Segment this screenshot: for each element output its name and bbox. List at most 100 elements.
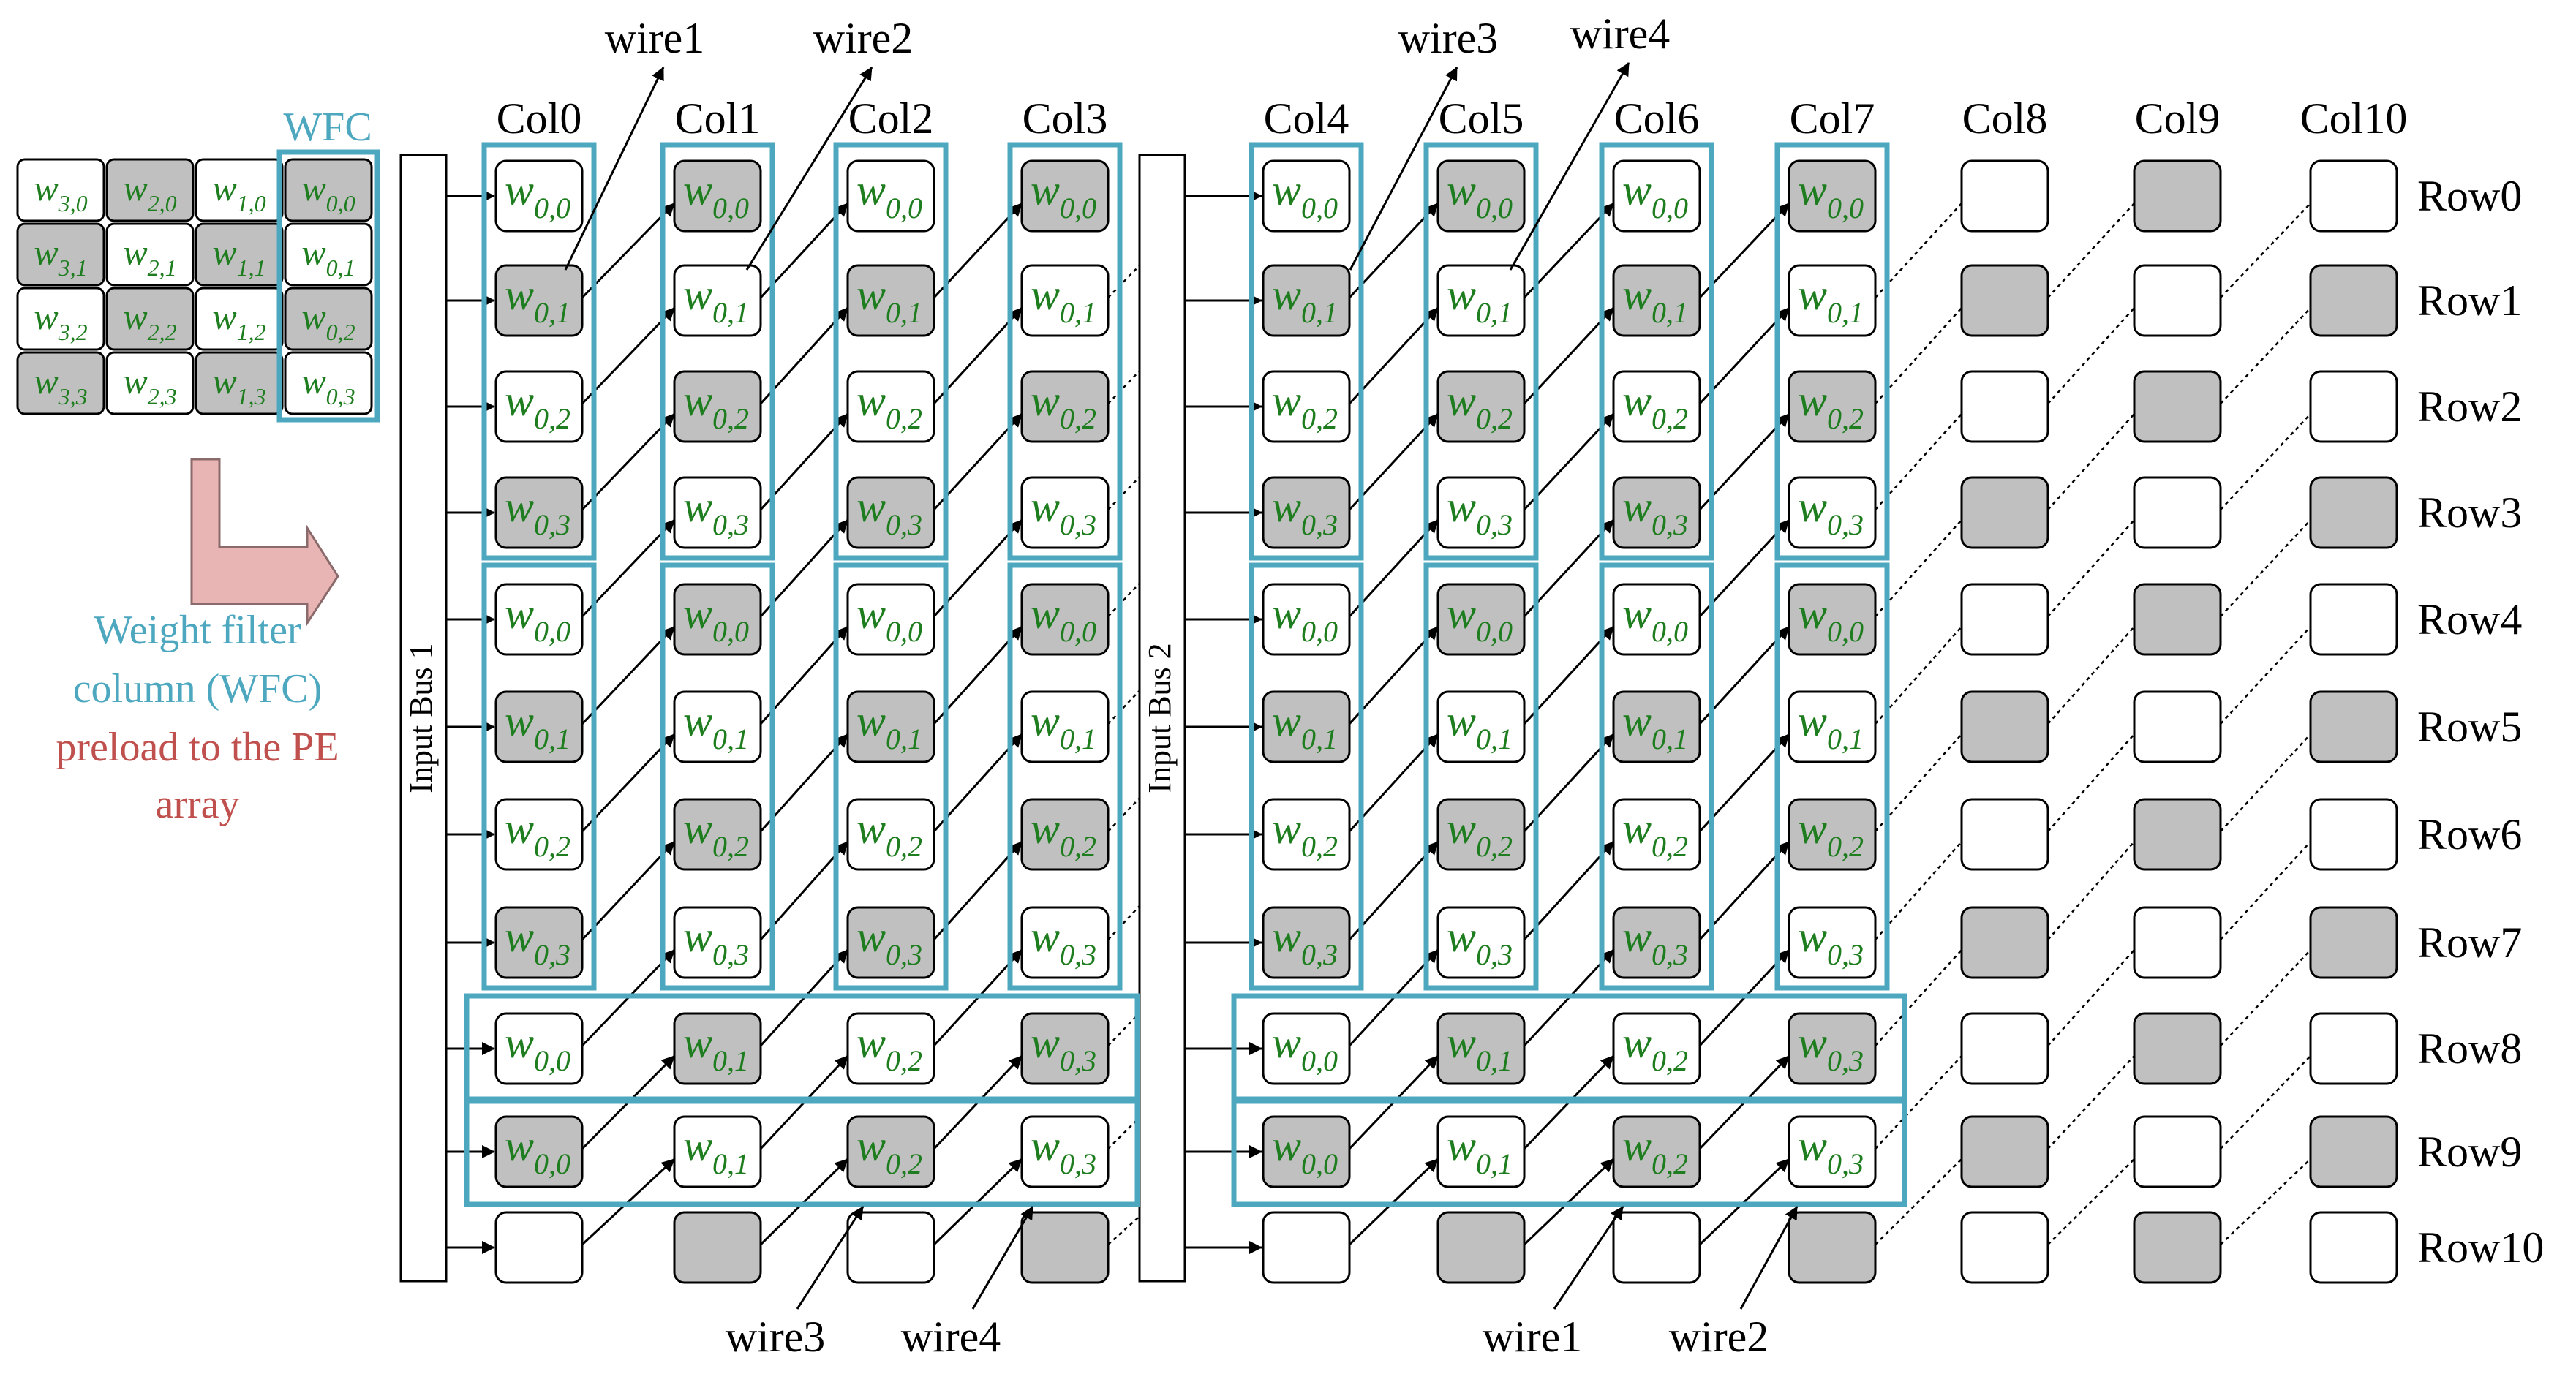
pe-weight-label: w0,0: [1798, 589, 1864, 648]
pe-cell: w0,0: [1788, 583, 1877, 656]
row-label: Row10: [2417, 1223, 2544, 1272]
pe-diagonal-link: [933, 202, 1023, 299]
pe-cell: w0,1: [846, 264, 935, 337]
pe-weight-label: w0,2: [1622, 1019, 1688, 1077]
pe-cell: [2309, 583, 2398, 656]
pe-diagonal-link: [2220, 733, 2311, 832]
pe-weight-label: w0,3: [1622, 913, 1688, 971]
pe-weight-label: w0,1: [1622, 271, 1688, 329]
wfc-matrix-cell: w3,3: [16, 351, 105, 415]
pe-cell: w0,1: [1436, 1115, 1526, 1188]
column-header: Col3: [1023, 94, 1108, 143]
wfc-weight-label: w2,2: [123, 296, 176, 345]
pe-cell: w0,2: [673, 798, 762, 871]
row-label: Row9: [2417, 1128, 2522, 1176]
pe-diagonal-link: [2047, 307, 2135, 404]
pe-weight-label: w0,0: [1272, 1122, 1338, 1180]
pe-diagonal-link: [1523, 202, 1615, 299]
row-label: Row8: [2417, 1024, 2522, 1073]
pe-cell: [2133, 264, 2222, 337]
pe-weight-label: w0,3: [1798, 913, 1864, 971]
pe-weight-label: w0,0: [1272, 589, 1338, 648]
column-header: Col1: [675, 94, 761, 143]
pe-diagonal-link: [1348, 518, 1439, 618]
pe-cell: [1960, 798, 2049, 871]
wfc-matrix-cell: w1,1: [195, 222, 284, 287]
pe-diagonal-link: [2047, 203, 2135, 298]
pe-cell: w0,2: [1788, 370, 1877, 443]
wfc-group-box: [1599, 142, 1714, 561]
pe-weight-label: w0,3: [683, 483, 749, 541]
pe-diagonal-link: [2047, 1055, 2135, 1150]
wire-label-bottom: wire2: [1669, 1206, 1799, 1361]
column-header: Col5: [1439, 94, 1524, 143]
pe-weight-label: w0,3: [1272, 483, 1338, 541]
pe-diagonal-link: [1348, 840, 1439, 941]
pe-cell: [2309, 476, 2398, 549]
preload-arrow-shape: [190, 458, 339, 627]
pe-cell: [1020, 1211, 1110, 1284]
pe-weight-label: w0,3: [1798, 1019, 1864, 1077]
pe-diagonal-link: [2220, 626, 2311, 725]
input-bus-2: Input Bus 2: [1138, 154, 1186, 1283]
pe-cell: [2309, 1211, 2398, 1284]
pe-diagonal-link: [2220, 1055, 2311, 1150]
pe-cell: w0,0: [494, 1115, 584, 1188]
pe-weight-label: w0,0: [1447, 166, 1513, 224]
wfc-group-box: [833, 142, 949, 561]
pe-weight-label: w0,0: [1031, 589, 1096, 648]
pe-weight-label: w0,2: [856, 1019, 922, 1077]
pe-cell: [2309, 159, 2398, 233]
pe-diagonal-link: [933, 840, 1023, 941]
svg-text:wire2: wire2: [1669, 1313, 1769, 1361]
pe-weight-label: w0,0: [856, 166, 922, 224]
pe-cell: w0,3: [1436, 906, 1526, 979]
pe-cell: w0,2: [846, 1115, 935, 1188]
column-header: Col4: [1264, 94, 1349, 143]
pe-cell: w0,3: [494, 476, 584, 549]
wfc-weight-label: w2,1: [123, 232, 176, 281]
pe-weight-label: w0,1: [1031, 271, 1096, 329]
pe-diagonal-link: [2220, 413, 2311, 510]
pe-cell: w0,3: [1262, 476, 1351, 549]
pe-weight-label: w0,1: [856, 271, 922, 329]
pe-cell: w0,0: [673, 159, 762, 233]
pe-weight-label: w0,3: [505, 483, 570, 541]
pe-cell: w0,2: [1020, 798, 1110, 871]
pe-cell: [2133, 476, 2222, 549]
pe-cell: w0,0: [1436, 159, 1526, 233]
pe-cell: w0,2: [1436, 798, 1526, 871]
row-label: Row3: [2417, 488, 2522, 537]
pe-diagonal-link: [2220, 203, 2311, 298]
wfc-group-box: [1774, 562, 1890, 991]
pe-cell: [2133, 690, 2222, 763]
pe-cell: [2309, 1012, 2398, 1085]
pe-cell: w0,1: [1612, 690, 1701, 763]
pe-cell: [2309, 798, 2398, 871]
wire-label-top: wire2: [745, 14, 913, 271]
pe-weight-label: w0,1: [683, 697, 749, 755]
pe-cell: [1436, 1211, 1526, 1284]
pe-weight-label: w0,2: [1622, 804, 1688, 863]
pe-diagonal-link: [1523, 412, 1615, 511]
pe-cell: [2133, 583, 2222, 656]
pe-weight-label: w0,2: [505, 804, 570, 863]
pe-weight-label: w0,3: [1031, 1019, 1096, 1077]
pe-cell: w0,3: [1436, 476, 1526, 549]
pe-cell: w0,0: [494, 583, 584, 656]
pe-cell: [1960, 690, 2049, 763]
wire-label-bottom: wire3: [726, 1206, 865, 1361]
pe-weight-label: w0,1: [1798, 271, 1864, 329]
svg-text:wire1: wire1: [1483, 1313, 1583, 1361]
wfc-group-box: [1007, 142, 1123, 561]
pe-cell: w0,1: [1788, 690, 1877, 763]
pe-diagonal-link: [1875, 1158, 1962, 1245]
caption-line: column (WFC): [73, 666, 323, 711]
pe-cell: [846, 1211, 935, 1284]
wfc-matrix-cell: w0,3: [284, 351, 373, 415]
pe-cell: [1960, 1012, 2049, 1085]
pe-cell: w0,2: [1612, 1012, 1701, 1085]
wfc-matrix-cell: w0,1: [284, 222, 373, 287]
pe-weight-label: w0,0: [1798, 166, 1864, 224]
